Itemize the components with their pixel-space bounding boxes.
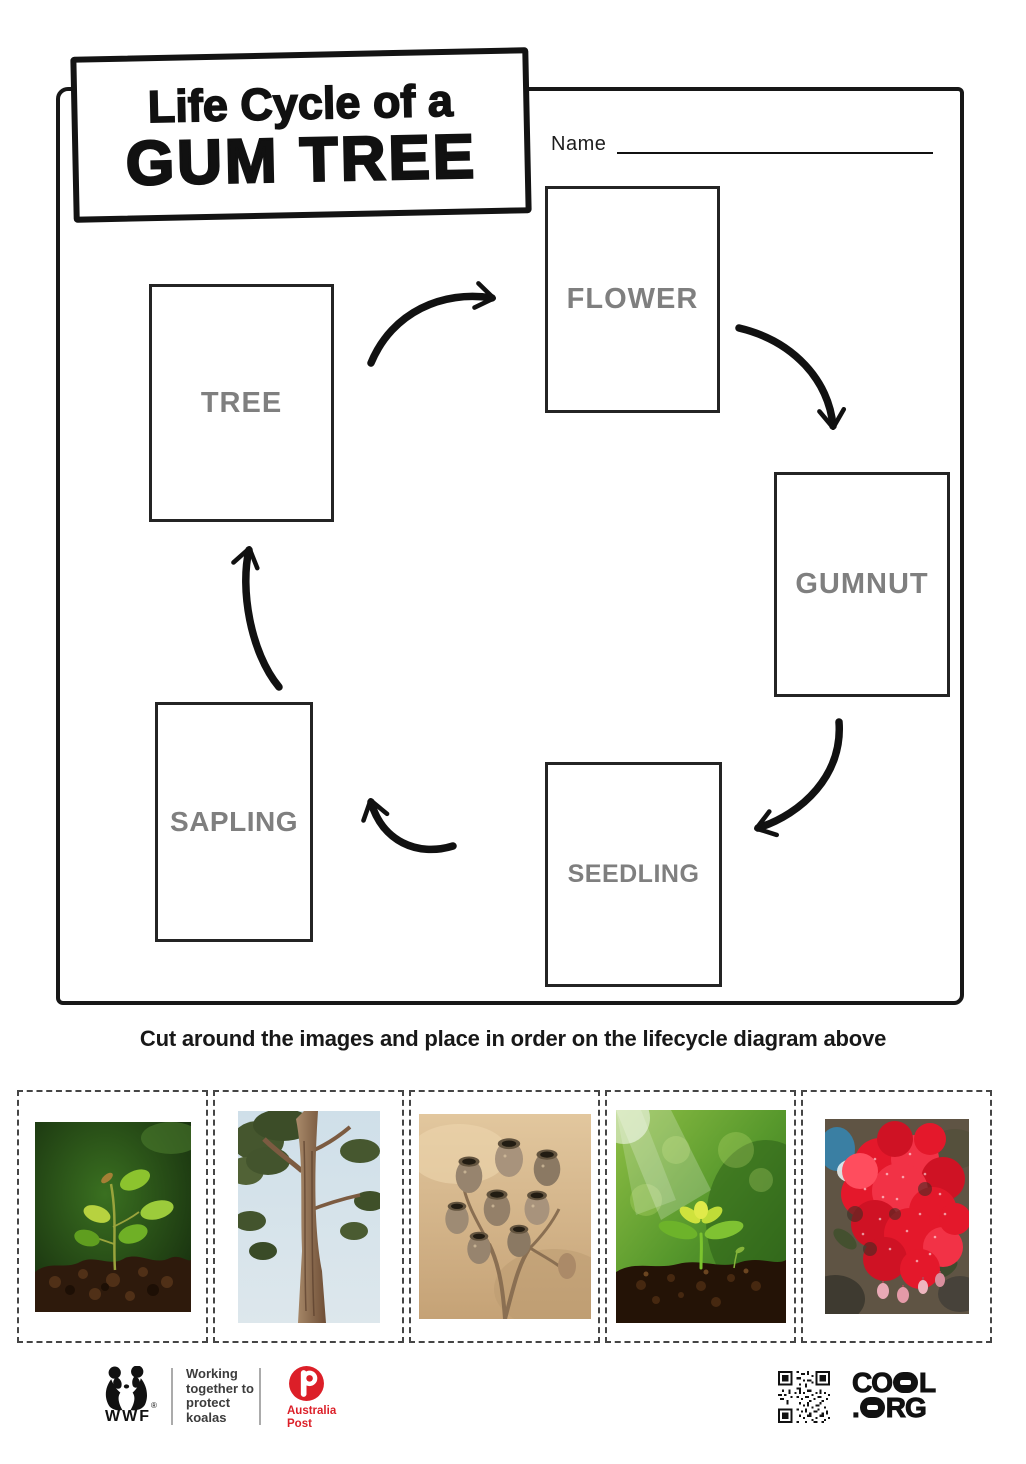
stage-box-seedling[interactable]: SEEDLING xyxy=(545,762,722,987)
cool-org-line2: .RG xyxy=(852,1392,928,1423)
seedling-photo xyxy=(615,1110,786,1323)
cutout-cell-gumnut[interactable] xyxy=(409,1090,600,1343)
qr-code[interactable] xyxy=(778,1371,830,1423)
cutout-cell-seedling[interactable] xyxy=(605,1090,796,1343)
tagline-line: Working xyxy=(186,1366,238,1381)
australia-post-icon xyxy=(289,1366,324,1401)
sapling-photo xyxy=(34,1121,191,1312)
gum-tree-photo xyxy=(237,1110,380,1323)
wwf-registered-mark: ® xyxy=(151,1401,157,1410)
title-line2: GUM TREE xyxy=(124,121,479,200)
stage-label-tree: TREE xyxy=(200,386,283,419)
stage-box-gumnut[interactable]: GUMNUT xyxy=(774,472,950,697)
cutout-cell-tree[interactable] xyxy=(213,1090,404,1343)
wwf-wordmark: WWF xyxy=(105,1408,151,1425)
wwf-panda-icon xyxy=(105,1366,147,1411)
stage-label-seedling: SEEDLING xyxy=(567,860,700,888)
name-label: Name xyxy=(551,133,607,155)
title-box: Life Cycle of a GUM TREE xyxy=(70,47,532,223)
stage-box-flower[interactable]: FLOWER xyxy=(545,186,720,413)
tagline-line: protect xyxy=(186,1395,231,1410)
cutout-cell-flower[interactable] xyxy=(801,1090,992,1343)
tagline-line: together to xyxy=(186,1380,254,1396)
footer-divider xyxy=(171,1368,173,1425)
instruction-text: Cut around the images and place in order… xyxy=(139,1026,887,1051)
australia-post-wordmark: Australia Post xyxy=(287,1405,337,1430)
stage-label-sapling: SAPLING xyxy=(170,806,298,837)
red-gum-flowers-photo xyxy=(824,1119,969,1314)
stage-box-sapling[interactable]: SAPLING xyxy=(155,702,313,942)
stage-label-gumnut: GUMNUT xyxy=(795,568,929,600)
tagline-line: koalas xyxy=(186,1409,227,1425)
gumnuts-photo xyxy=(418,1114,591,1319)
cool-o-icon xyxy=(893,1372,918,1393)
stage-label-flower: FLOWER xyxy=(566,283,699,315)
name-input-line[interactable] xyxy=(617,152,933,154)
wwf-tagline: Working together to protect koalas xyxy=(186,1366,254,1425)
cutout-cell-sapling[interactable] xyxy=(17,1090,208,1343)
stage-box-tree[interactable]: TREE xyxy=(149,284,334,522)
cool-o-icon xyxy=(859,1397,885,1418)
footer-divider xyxy=(259,1368,261,1425)
